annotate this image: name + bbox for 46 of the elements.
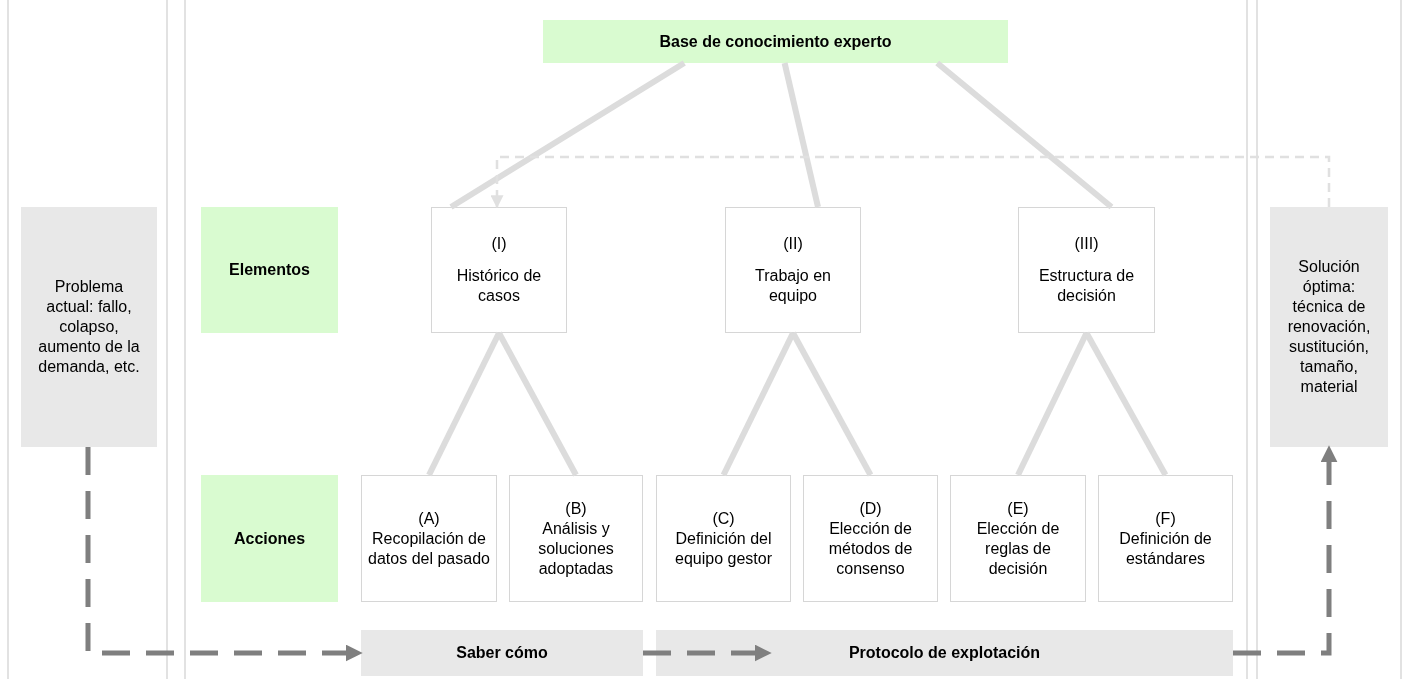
element-box: [1018, 207, 1155, 333]
action-box: [803, 475, 938, 602]
item-label: (D): [859, 498, 882, 519]
connector-line: [781, 62, 821, 208]
item-label: (F): [1155, 508, 1176, 529]
item-name: Elección de métodos de consenso: [827, 518, 914, 579]
action-box: [950, 475, 1086, 602]
dashed-arrow: [1233, 445, 1338, 656]
item-name: Recopilación de datos del pasado: [367, 528, 491, 569]
item-name: Análisis y soluciones adoptadas: [537, 518, 615, 579]
item-label: (I): [491, 234, 507, 254]
connector-line: [449, 60, 686, 210]
row-label-box: Elementos: [201, 207, 338, 333]
action-box: [656, 475, 791, 602]
title-box: Base de conocimiento experto: [543, 20, 1008, 63]
item-label: (II): [783, 234, 803, 254]
element-box: [725, 207, 861, 333]
info-box: Problema actual: fallo, colapso, aumento de la demanda, etc.: [21, 207, 157, 447]
element-box: [431, 207, 567, 333]
stage-bar: Protocolo de explotación: [656, 630, 1233, 676]
connector-line: [426, 331, 502, 477]
stage-bar: Saber cómo: [361, 630, 643, 676]
item-name: Histórico de casos: [455, 266, 543, 306]
item-label: (C): [712, 508, 735, 529]
dashed-arrow: [490, 155, 1331, 209]
item-name: Trabajo en equipo: [754, 266, 832, 306]
dashed-arrow: [85, 447, 363, 662]
info-box: Solución óptima: técnica de renovación, sustitución, tamaño, material: [1270, 207, 1388, 447]
action-box: [1098, 475, 1233, 602]
item-label: (E): [1007, 498, 1029, 519]
item-name: Estructura de decisión: [1037, 266, 1136, 306]
item-name: Elección de reglas de decisión: [975, 518, 1061, 579]
connector-line: [790, 331, 874, 477]
item-label: (III): [1074, 234, 1099, 254]
item-name: Definición del equipo gestor: [674, 528, 773, 569]
connector-line: [496, 331, 579, 477]
action-box: [361, 475, 497, 602]
item-label: (A): [418, 508, 440, 529]
row-label-box: Acciones: [201, 475, 338, 602]
action-box: [509, 475, 643, 602]
connector-line: [1015, 331, 1090, 477]
dashed-arrow: [643, 644, 772, 662]
connector-line: [720, 331, 796, 477]
item-name: Definición de estándares: [1118, 528, 1213, 569]
item-label: (B): [565, 498, 587, 519]
connector-line: [935, 60, 1114, 210]
